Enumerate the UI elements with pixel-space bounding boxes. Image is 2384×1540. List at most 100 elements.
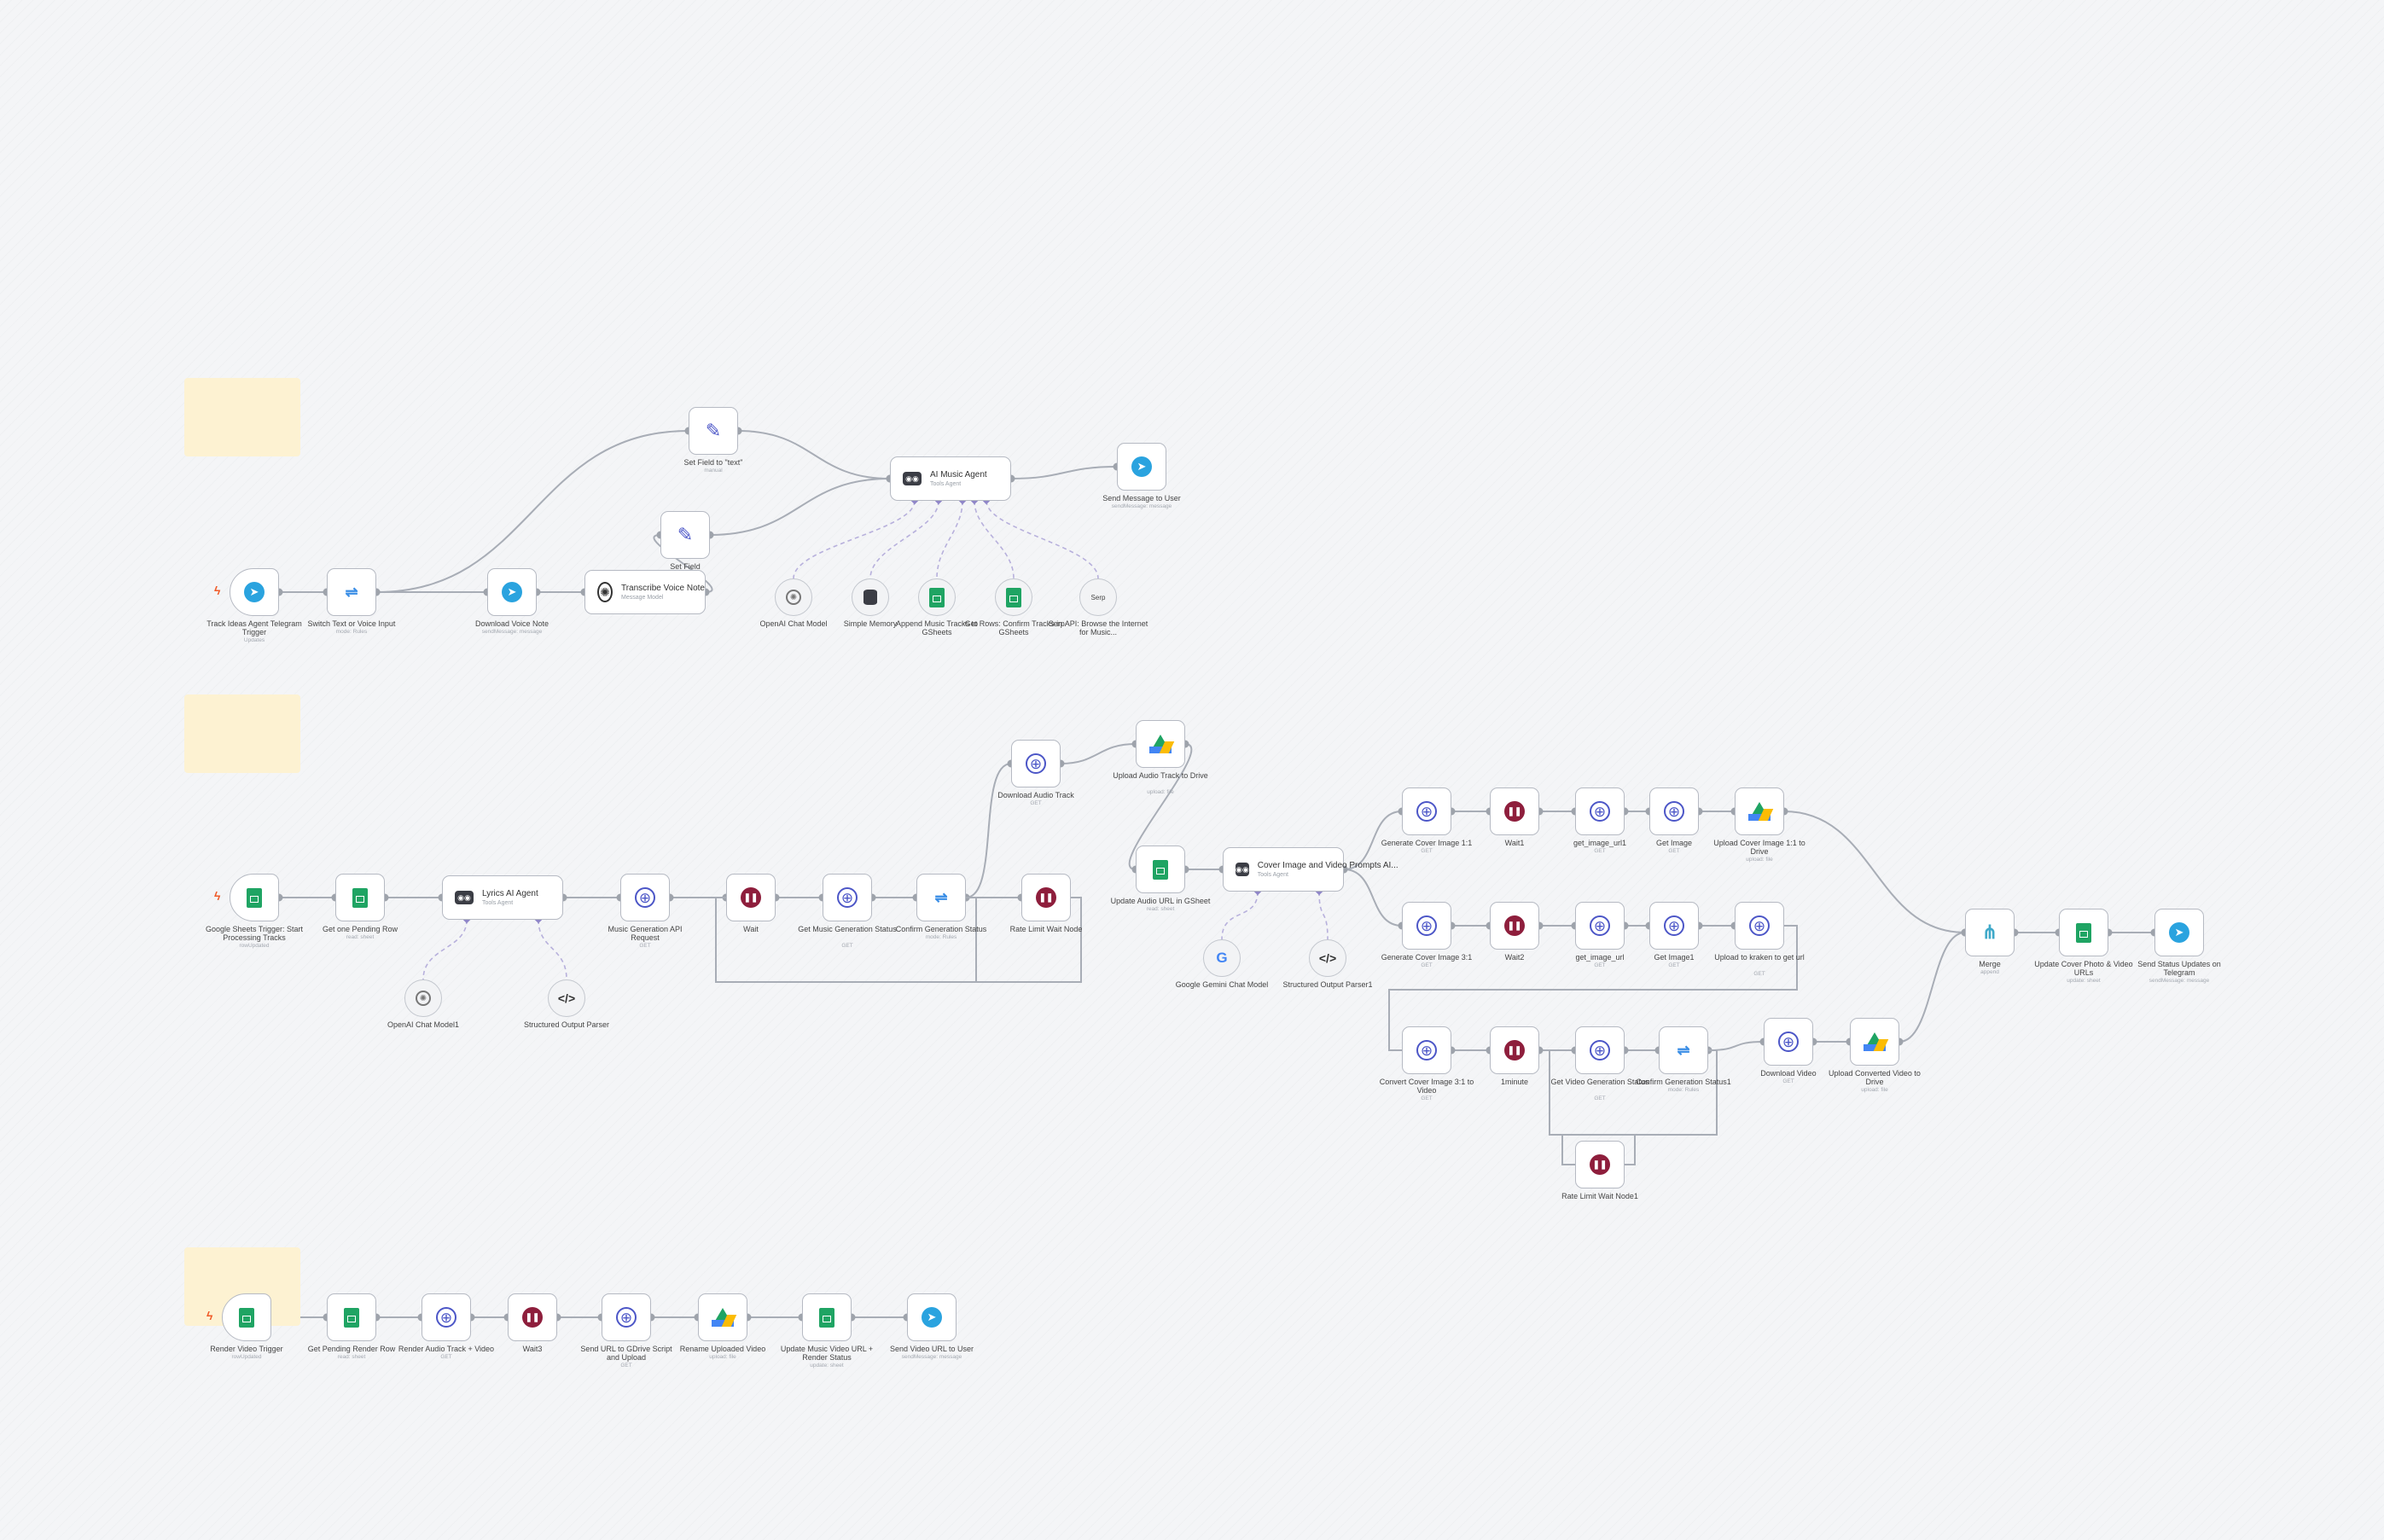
node-update-music-video-url-render-status[interactable]	[802, 1293, 852, 1341]
sheets-icon	[344, 1307, 359, 1328]
node-label: Set Field to "text"	[683, 458, 743, 467]
node-generate-cover-image-3-1[interactable]: ⊕	[1402, 902, 1451, 950]
trigger-bolt-icon: ϟ	[214, 584, 221, 597]
node-confirm-generation-status[interactable]: ⇌	[916, 874, 966, 921]
node-rate-limit-wait-node[interactable]: ❚❚	[1021, 874, 1071, 921]
subnode-label: Append Music Tracks to GSheets	[895, 619, 979, 636]
node-wait[interactable]: ❚❚	[726, 874, 776, 921]
node-label: Send Video URL to User	[889, 1345, 974, 1353]
subnode-get-rows-confirm-tracks-in-gsheets[interactable]	[995, 578, 1032, 616]
node-label: Upload Audio Track to Drive	[1113, 771, 1208, 780]
node-sublabel: mode: Rules	[1667, 1087, 1700, 1093]
node-wait3[interactable]: ❚❚	[508, 1293, 557, 1341]
node-render-video-trigger[interactable]	[222, 1293, 271, 1341]
node-upload-cover-image-1-1-to-drive[interactable]	[1735, 787, 1784, 835]
node-label: Download Video	[1760, 1069, 1817, 1078]
http-icon: ⊕	[1416, 1040, 1437, 1061]
subnode-label: Google Gemini Chat Model	[1175, 980, 1269, 989]
node-get-music-generation-status[interactable]: ⊕	[823, 874, 872, 921]
node-music-generation-api-request[interactable]: ⊕	[620, 874, 670, 921]
node-1minute[interactable]: ❚❚	[1490, 1026, 1539, 1074]
node-get-pending-render-row[interactable]	[327, 1293, 376, 1341]
http-icon: ⊕	[1749, 915, 1770, 936]
wait-icon: ❚❚	[522, 1307, 543, 1328]
subnode-append-music-tracks-to-gsheets[interactable]	[918, 578, 956, 616]
node-generate-cover-image-1-1[interactable]: ⊕	[1402, 787, 1451, 835]
node-get-image-url[interactable]: ⊕	[1575, 902, 1625, 950]
node-get-image-url1[interactable]: ⊕	[1575, 787, 1625, 835]
node-sublabel: read: sheet	[337, 1354, 366, 1360]
node-confirm-generation-status1[interactable]: ⇌	[1659, 1026, 1708, 1074]
subnode-openai-chat-model[interactable]: ✺	[775, 578, 812, 616]
subnode-openai-chat-model1[interactable]: ✺	[404, 979, 442, 1017]
node-sublabel: sendMessage: message	[481, 629, 543, 635]
node-set-field-to-text[interactable]: ✎	[689, 407, 738, 455]
sub-connection	[1221, 891, 1259, 940]
subnode-label: SerpAPI: Browse the Internet for Music..…	[1048, 619, 1148, 636]
sub-connection	[793, 500, 916, 579]
subnode-structured-output-parser[interactable]: </>	[548, 979, 585, 1017]
node-update-cover-photo-video-urls[interactable]	[2059, 909, 2108, 956]
node-switch-text-or-voice-input[interactable]: ⇌	[327, 568, 376, 616]
node-sublabel: append	[1980, 969, 1999, 975]
node-upload-to-kraken-to-get-url[interactable]: ⊕	[1735, 902, 1784, 950]
node-get-one-pending-row[interactable]	[335, 874, 385, 921]
subnode-label: Structured Output Parser	[523, 1020, 610, 1029]
subnode-google-gemini-chat-model[interactable]: G	[1203, 939, 1241, 977]
node-get-video-generation-status[interactable]: ⊕	[1575, 1026, 1625, 1074]
node-download-voice-note[interactable]: ➤	[487, 568, 537, 616]
subnode-label: OpenAI Chat Model1	[387, 1020, 460, 1029]
subnode-serpapi-browse-the-internet-for-music[interactable]: Serp	[1079, 578, 1117, 616]
subnode-simple-memory[interactable]	[852, 578, 889, 616]
node-get-image[interactable]: ⊕	[1649, 787, 1699, 835]
http-icon: ⊕	[1590, 801, 1610, 822]
node-title: AI Music Agent	[930, 470, 987, 479]
node-send-status-updates-on-telegram[interactable]: ➤	[2154, 909, 2204, 956]
node-wait2[interactable]: ❚❚	[1490, 902, 1539, 950]
node-download-audio-track[interactable]: ⊕	[1011, 740, 1061, 787]
node-wait1[interactable]: ❚❚	[1490, 787, 1539, 835]
node-send-url-to-gdrive-script-and-upload[interactable]: ⊕	[602, 1293, 651, 1341]
node-subtitle: Tools Agent	[1257, 872, 1288, 878]
node-sublabel: GET	[1594, 962, 1606, 968]
node-track-ideas-agent-telegram-trigger[interactable]: ➤	[230, 568, 279, 616]
node-label: Render Video Trigger	[210, 1345, 283, 1353]
node-sublabel: GET	[1421, 962, 1433, 968]
node-update-audio-url-in-gsheet[interactable]	[1136, 846, 1185, 893]
node-render-audio-track-video[interactable]: ⊕	[422, 1293, 471, 1341]
node-label: Download Audio Track	[997, 791, 1074, 799]
node-send-message-to-user[interactable]: ➤	[1117, 443, 1166, 491]
node-label: Wait1	[1504, 839, 1525, 847]
node-download-video[interactable]: ⊕	[1764, 1018, 1813, 1066]
node-get-image1[interactable]: ⊕	[1649, 902, 1699, 950]
node-merge[interactable]: ⋔	[1965, 909, 2015, 956]
connection	[1783, 811, 1966, 933]
node-upload-converted-video-to-drive[interactable]	[1850, 1018, 1899, 1066]
subnode-label: Structured Output Parser1	[1282, 980, 1373, 989]
subnode-structured-output-parser1[interactable]: </>	[1309, 939, 1346, 977]
node-upload-audio-track-to-drive[interactable]	[1136, 720, 1185, 768]
node-cover-image-and-video-prompts-ai[interactable]: ◉◉Cover Image and Video Prompts AI...Too…	[1223, 847, 1398, 892]
node-google-sheets-trigger-start-processing-tracks[interactable]	[230, 874, 279, 921]
node-label: get_image_url	[1575, 953, 1625, 962]
node-label: Convert Cover Image 3:1 to Video	[1379, 1078, 1474, 1095]
drive-icon	[1864, 1032, 1886, 1051]
sheets-icon	[247, 887, 262, 908]
sheets-icon	[1006, 587, 1021, 607]
node-set-field[interactable]: ✎	[660, 511, 710, 559]
connection	[1707, 1041, 1765, 1051]
telegram-icon: ➤	[244, 582, 265, 602]
node-rename-uploaded-video[interactable]	[698, 1293, 747, 1341]
sticky-note[interactable]	[184, 378, 300, 456]
node-label: Upload Cover Image 1:1 to Drive	[1713, 839, 1805, 856]
node-send-video-url-to-user[interactable]: ➤	[907, 1293, 957, 1341]
node-rate-limit-wait-node1[interactable]: ❚❚	[1575, 1141, 1625, 1188]
node-label: Upload Converted Video to Drive	[1829, 1069, 1921, 1086]
node-convert-cover-image-3-1-to-video[interactable]: ⊕	[1402, 1026, 1451, 1074]
node-sublabel: GET	[1753, 971, 1765, 977]
sticky-note[interactable]	[184, 694, 300, 773]
